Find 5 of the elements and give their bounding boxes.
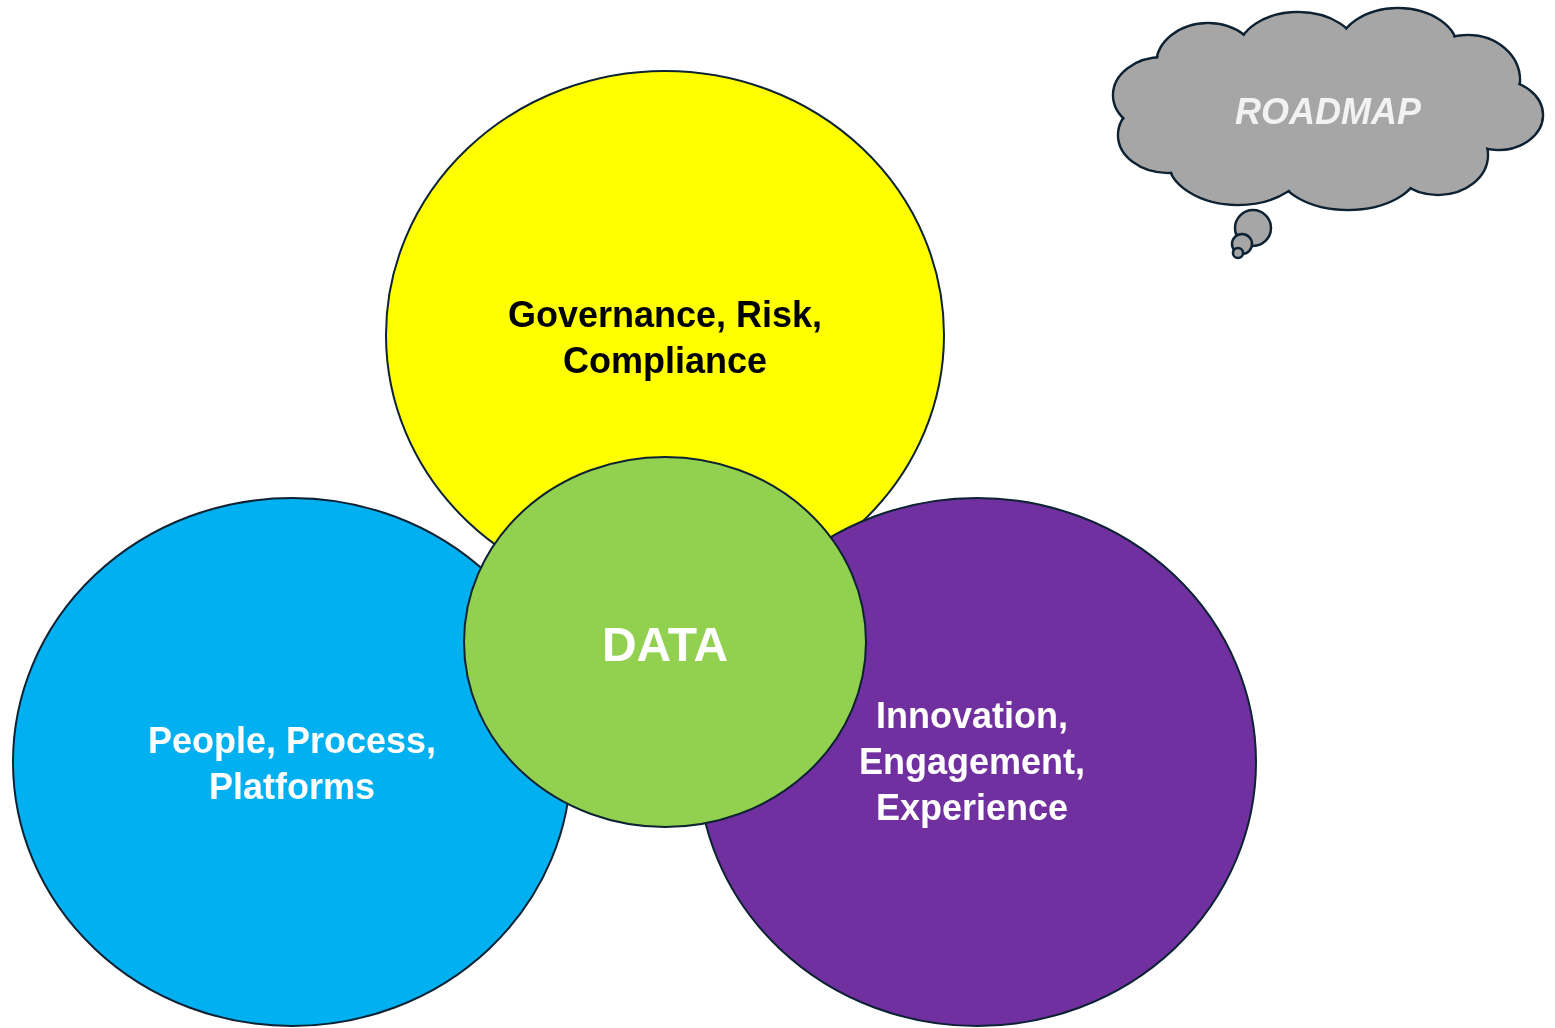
node-label: People, Process, Platforms — [146, 718, 438, 809]
node-label: Governance, Risk, Compliance — [506, 292, 824, 383]
node-label: DATA — [600, 617, 730, 674]
node-label: ROADMAP — [1234, 89, 1422, 134]
node-label: Innovation, Engagement, Experience — [857, 693, 1086, 831]
